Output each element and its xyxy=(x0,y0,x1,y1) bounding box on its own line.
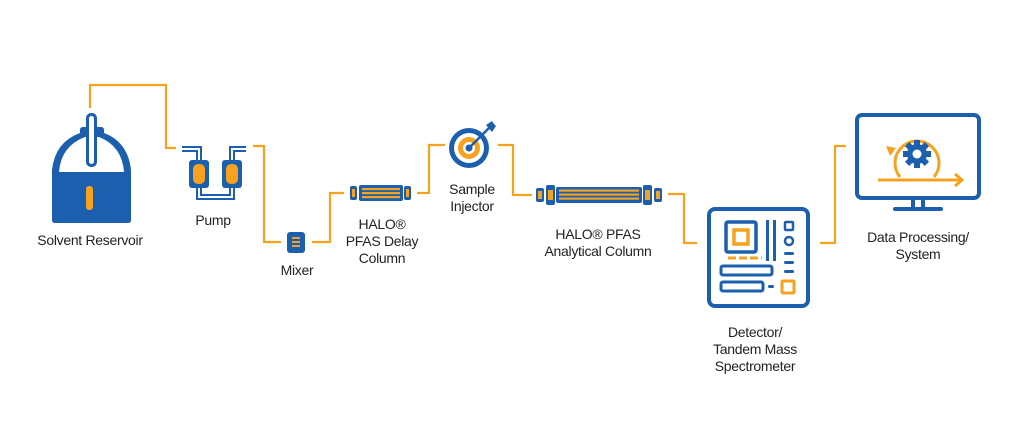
detector-label: Detector/ Tandem Mass Spectrometer xyxy=(713,324,797,375)
pump-icon xyxy=(182,146,246,200)
analytical-column-icon xyxy=(536,185,662,205)
flow-line-reservoir-pump xyxy=(88,83,176,150)
mixer-icon xyxy=(287,232,305,253)
detector-icon xyxy=(707,207,810,308)
flow-line-mixer-delay xyxy=(312,191,344,244)
flow-line-pump-mixer xyxy=(253,144,281,244)
label-line: Pump xyxy=(195,212,231,228)
label-line: Mixer xyxy=(280,262,314,278)
sample-injector-label: Sample Injector xyxy=(449,181,495,215)
flow-lines xyxy=(88,83,846,245)
label-line: Sample xyxy=(449,181,495,197)
label-line: HALO® PFAS xyxy=(555,226,641,242)
sample-injector-icon xyxy=(449,121,496,168)
label-line: Column xyxy=(358,250,406,266)
label-line: Solvent Reservoir xyxy=(37,232,143,248)
label-line: Tandem Mass xyxy=(713,341,797,357)
solvent-reservoir-label: Solvent Reservoir xyxy=(37,232,143,249)
data-processing-label: Data Processing/ System xyxy=(867,229,969,263)
data-processing-icon xyxy=(855,113,981,211)
flow-line-column-detector xyxy=(668,192,697,245)
analytical-column-label: HALO® PFAS Analytical Column xyxy=(545,226,652,260)
label-line: PFAS Delay xyxy=(345,233,419,249)
label-line: Data Processing/ xyxy=(867,229,969,245)
flow-line-detector-data xyxy=(820,144,846,245)
label-line: HALO® xyxy=(358,216,406,232)
label-line: Injector xyxy=(450,198,494,214)
mixer-label: Mixer xyxy=(281,262,314,279)
delay-column-label: HALO® PFAS Delay Column xyxy=(345,216,419,267)
gear-icon xyxy=(903,140,931,168)
flow-line-delay-injector xyxy=(417,143,445,195)
solvent-reservoir-icon xyxy=(52,113,131,223)
label-line: Detector/ xyxy=(727,324,783,340)
label-line: Spectrometer xyxy=(714,358,796,374)
pump-label: Pump xyxy=(195,212,231,229)
label-line: Analytical Column xyxy=(544,243,652,259)
delay-column-icon xyxy=(350,185,411,201)
label-line: System xyxy=(895,246,941,262)
flow-line-injector-column xyxy=(498,143,532,197)
